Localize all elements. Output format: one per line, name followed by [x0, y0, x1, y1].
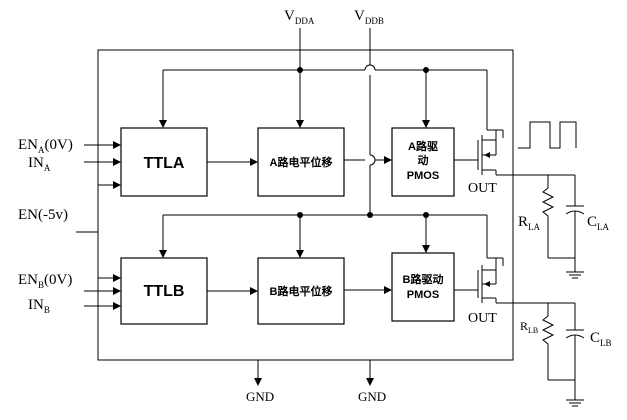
cla-label: CLA [587, 214, 610, 232]
square-wave [518, 121, 577, 149]
vdda-label: VDDA [284, 8, 315, 26]
enb-label: ENB(0V) [18, 272, 72, 290]
pmos-a-transistor [477, 125, 575, 176]
gnd-lines [254, 360, 374, 386]
gnd-label-1: GND [246, 389, 274, 404]
driver-a-block [391, 127, 455, 197]
level-shift-b-label: B路电平位移 [270, 284, 333, 298]
load-a [541, 175, 585, 279]
pmos-b-transistor [477, 257, 575, 304]
signal-path-a [207, 156, 478, 166]
rlb-label: RLB [520, 319, 538, 335]
clb-label: CLB [590, 330, 612, 348]
ina-label: INA [28, 155, 51, 173]
vddb-line [369, 62, 376, 215]
ttla-label: TTLA [144, 155, 185, 172]
input-lines [76, 141, 121, 310]
driver-a-label-2: 动 [418, 153, 429, 167]
rla-label: RLA [518, 214, 541, 232]
ttlb-block [120, 257, 208, 325]
inb-label: INB [28, 297, 50, 315]
driver-b-block [391, 252, 455, 322]
level-shift-a-label: A路电平位移 [270, 155, 333, 169]
en-5v-label: EN(-5v) [18, 207, 68, 223]
vddb-label: VDDB [354, 8, 384, 26]
supply-rail-b [159, 212, 488, 258]
out-b-label: OUT [468, 311, 497, 326]
level-shift-b-block [257, 257, 345, 325]
ena-label: ENA(0V) [18, 137, 73, 155]
driver-b-label-1: B路驱动 [403, 272, 444, 286]
supply-rail-a [159, 28, 488, 128]
ttlb-label: TTLB [144, 283, 185, 300]
driver-a-label-3: PMOS [407, 170, 439, 182]
load-b [541, 303, 585, 407]
out-a-label: OUT [468, 181, 497, 196]
driver-a-label-1: A路驱 [408, 139, 438, 153]
ttla-block [120, 127, 208, 197]
signal-path-b [207, 286, 478, 295]
gnd-label-2: GND [358, 389, 386, 404]
driver-b-label-2: PMOS [407, 289, 439, 301]
level-shift-a-block [257, 127, 345, 197]
